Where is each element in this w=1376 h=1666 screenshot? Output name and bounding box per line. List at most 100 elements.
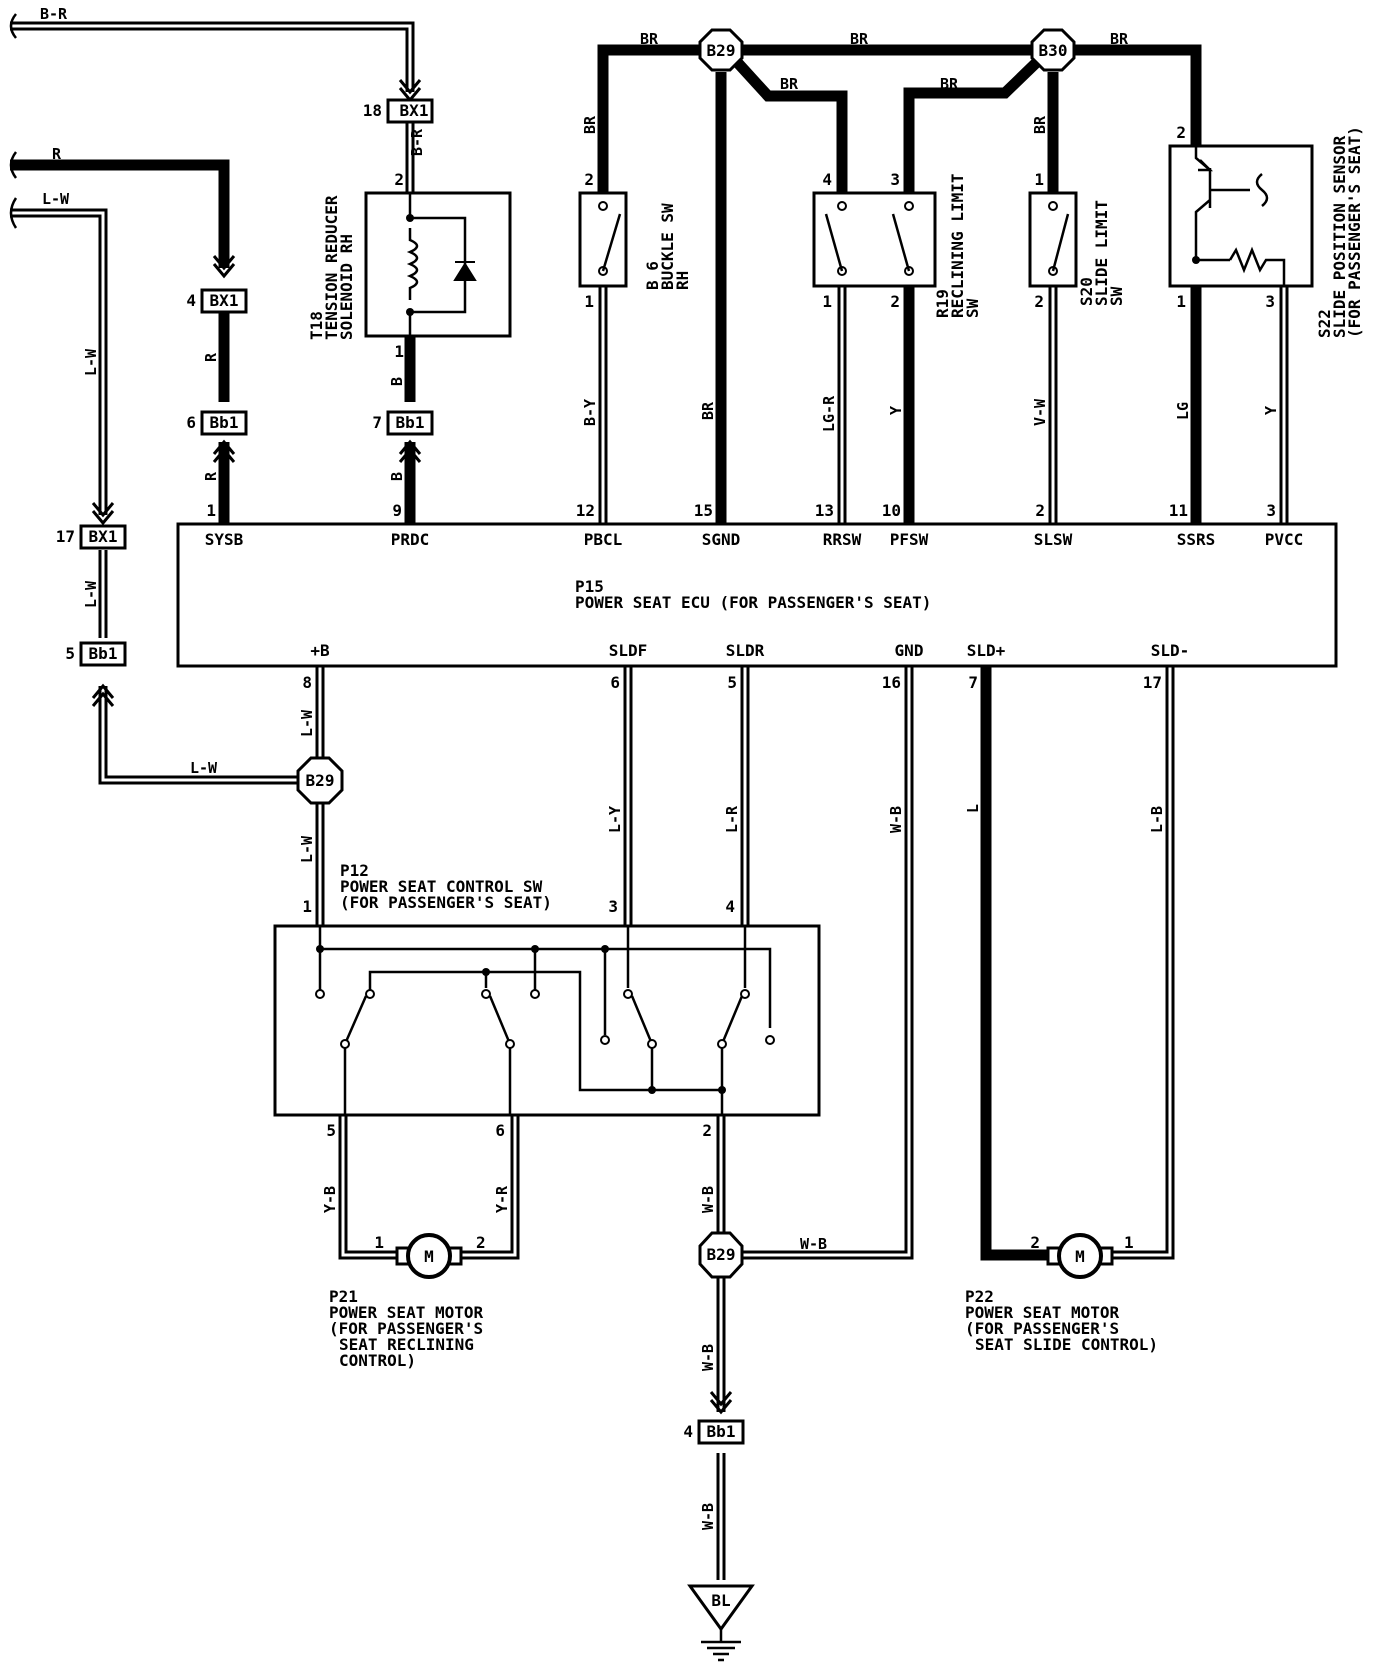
component-p21: M 1 2 P21 POWER SEAT MOTOR (FOR PASSENGE… xyxy=(329,1233,486,1370)
connector-label: BX1 xyxy=(400,101,429,120)
component-b6: 2 1 B 6 BUCKLE SW RH xyxy=(578,170,692,311)
connector-pin: 18 xyxy=(363,101,382,120)
junction-b29-left: B29 xyxy=(296,756,344,805)
ecu-pin-name: +B xyxy=(310,641,330,660)
component-name: SOLENOID RH xyxy=(337,234,356,340)
pin-label: 1 xyxy=(302,897,312,916)
arrow-bb1-5 xyxy=(91,683,115,707)
pin-label: 1 xyxy=(584,292,594,311)
wire-l-w-top xyxy=(10,208,108,515)
wire-label: BR xyxy=(940,75,959,93)
component-id: T18 xyxy=(307,311,326,340)
diode-icon xyxy=(453,261,477,281)
component-name: SW xyxy=(1107,286,1126,306)
component-name: SW xyxy=(963,298,982,318)
component-id: R19 xyxy=(933,289,952,318)
ecu-pin-name: SGND xyxy=(702,530,741,549)
wire-label: W-B xyxy=(800,1235,827,1253)
ground-label: BL xyxy=(711,1591,730,1610)
pin-label: 1 xyxy=(822,292,832,311)
component-name: RH xyxy=(673,271,692,290)
junction-label: B29 xyxy=(306,771,335,790)
wire-br-bus-right xyxy=(1074,44,1202,146)
wire-label: L-W xyxy=(298,709,316,737)
wire-l-w-horiz xyxy=(98,686,298,785)
wire-label: Y-B xyxy=(321,1186,339,1213)
component-name: SLIDE POSITION SENSOR xyxy=(1330,135,1349,338)
wire-label: Y xyxy=(1262,406,1280,415)
wire-label: BR xyxy=(1110,30,1129,48)
wire-label: Y xyxy=(887,406,905,415)
solenoid-coil-icon xyxy=(406,228,419,300)
pin-label: 1 xyxy=(1176,292,1186,311)
pin-label: 6 xyxy=(495,1121,505,1140)
ecu-pin-name: PFSW xyxy=(890,530,929,549)
pin-label: 2 xyxy=(1034,292,1044,311)
component-id: P21 xyxy=(329,1287,358,1306)
component-name: SEAT SLIDE CONTROL) xyxy=(975,1335,1158,1354)
arrow-bx1-17 xyxy=(91,502,115,526)
wire-br-bus-left xyxy=(597,44,700,195)
ecu-pin-number: 8 xyxy=(302,673,312,692)
pin-label: 4 xyxy=(725,897,735,916)
ecu-pin-number: 17 xyxy=(1143,673,1162,692)
wire-y-r xyxy=(460,1115,520,1260)
connector-bb1-7: Bb1 7 xyxy=(372,410,434,436)
wire-label: BR xyxy=(1031,115,1049,134)
component-id: P12 xyxy=(340,861,369,880)
ecu-pin-name: PBCL xyxy=(584,530,623,549)
resistor-icon xyxy=(1228,246,1286,286)
connector-pin: 5 xyxy=(65,644,75,663)
ecu-pin-number: 13 xyxy=(815,501,834,520)
ecu-pin-name: SYSB xyxy=(205,530,244,549)
component-name: SLIDE LIMIT xyxy=(1092,200,1111,306)
wire-label: R xyxy=(52,145,62,163)
component-name: SEAT RECLINING xyxy=(339,1335,474,1354)
ecu-pin-number: 2 xyxy=(1035,501,1045,520)
motor-symbol: M xyxy=(424,1247,434,1266)
junction-b30-top: B30 xyxy=(1030,28,1076,72)
wire-label: L-Y xyxy=(606,806,624,833)
connector-label: BX1 xyxy=(210,291,239,310)
wire-label: BR xyxy=(581,115,599,134)
ground-triangle-icon xyxy=(687,1584,755,1632)
component-s20: 1 2 S20 SLIDE LIMIT SW xyxy=(1028,170,1126,311)
component-name: POWER SEAT MOTOR xyxy=(965,1303,1119,1322)
motor-icon xyxy=(406,1233,452,1279)
component-name: POWER SEAT MOTOR xyxy=(329,1303,483,1322)
arrow-bb1-7 xyxy=(398,439,422,463)
component-id: P22 xyxy=(965,1287,994,1306)
wire-label: BR xyxy=(699,401,717,420)
wire-y-b xyxy=(338,1115,397,1260)
ecu-pin-number: 15 xyxy=(694,501,713,520)
connector-pin: 6 xyxy=(186,413,196,432)
pin-label: 5 xyxy=(326,1121,336,1140)
junction-b29-top: B29 xyxy=(698,28,744,72)
component-name: (FOR PASSENGER'S SEAT) xyxy=(340,893,552,912)
wire-color-labels: B-R R L-W L-W BR BR BR BR BR W-B B-R L-W… xyxy=(40,5,1280,1530)
component-t18: 2 1 T18 TENSION REDUCER SOLENOID RH xyxy=(307,170,512,361)
ecu-pin-name: PRDC xyxy=(391,530,430,549)
connector-bx1-4: BX1 4 xyxy=(186,288,248,314)
ecu-pin-name: SLD+ xyxy=(967,641,1006,660)
component-id: P15 xyxy=(575,577,604,596)
component-name: POWER SEAT ECU (FOR PASSENGER'S SEAT) xyxy=(575,593,931,612)
connector-bb1-4: Bb1 4 xyxy=(683,1419,745,1445)
junction-label: B29 xyxy=(707,1245,736,1264)
connector-label: BX1 xyxy=(89,527,118,546)
component-id: S22 xyxy=(1315,309,1334,338)
ecu-pin-name: SSRS xyxy=(1177,530,1216,549)
wire-label: B-R xyxy=(408,128,426,156)
wire-label: BR xyxy=(850,30,869,48)
component-name: (FOR PASSENGER'S SEAT) xyxy=(1345,126,1364,338)
wire-label: W-B xyxy=(699,1186,717,1213)
ecu-pin-name: GND xyxy=(895,641,924,660)
ecu-pin-number: 1 xyxy=(206,501,216,520)
wire-label: BR xyxy=(640,30,659,48)
component-p22: M 2 1 P22 POWER SEAT MOTOR (FOR PASSENGE… xyxy=(965,1233,1158,1354)
wire-label: L-W xyxy=(42,190,70,208)
ground-bl: BL xyxy=(687,1584,755,1662)
wire-label: R xyxy=(202,471,220,481)
ecu-pin-name: SLSW xyxy=(1034,530,1073,549)
